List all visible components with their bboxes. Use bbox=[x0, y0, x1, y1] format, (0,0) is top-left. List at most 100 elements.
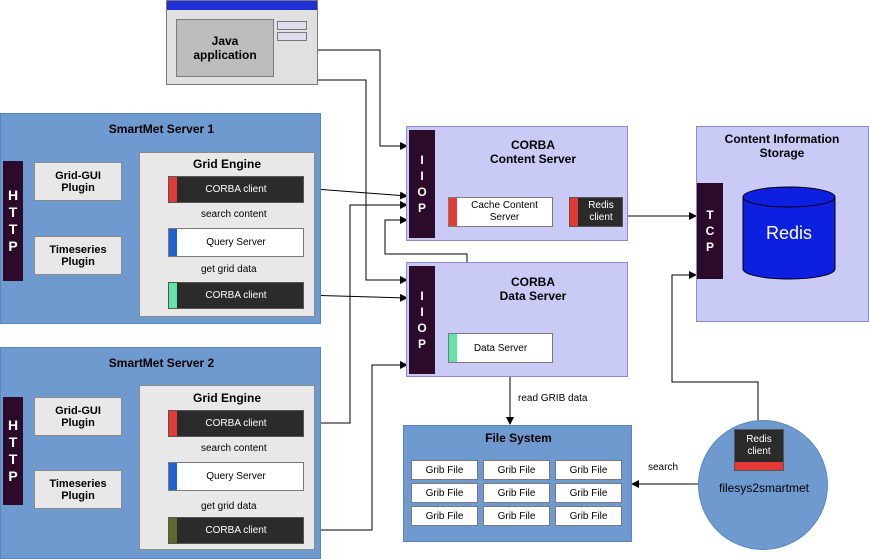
corba-client-label: CORBA client bbox=[205, 418, 267, 429]
status-tag bbox=[449, 334, 457, 362]
redis-client: Redis client bbox=[569, 197, 623, 227]
corba-client-label: CORBA client bbox=[205, 184, 267, 195]
cache-content-server-label: Cache Content Server bbox=[471, 200, 538, 223]
title-line: CORBA bbox=[511, 275, 555, 289]
search-content-label: search content bbox=[201, 443, 267, 454]
iiop-letter: I bbox=[420, 289, 424, 303]
http-letter: P bbox=[8, 468, 18, 484]
tcp-interface: T C P bbox=[697, 183, 723, 279]
content-server-title: CORBA Content Server bbox=[443, 138, 623, 166]
grib-file: Grib File bbox=[483, 506, 550, 526]
grid-gui-plugin: Grid-GUI Plugin bbox=[34, 397, 122, 436]
http-letter: T bbox=[8, 221, 18, 237]
content-information-storage: Content Information Storage T C P Redis bbox=[696, 126, 869, 322]
window-widget-1 bbox=[277, 21, 307, 30]
server-title: SmartMet Server 2 bbox=[108, 356, 215, 370]
corba-client-top: CORBA client bbox=[168, 176, 304, 203]
http-letter: P bbox=[8, 238, 18, 254]
timeseries-plugin: Timeseries Plugin bbox=[34, 236, 122, 275]
grid-engine-title: Grid Engine bbox=[192, 157, 261, 171]
redis-database-icon bbox=[742, 186, 836, 280]
http-interface: H T T P bbox=[3, 161, 23, 281]
smartmet-server-2: SmartMet Server 2 H T T P Grid-GUI Plugi… bbox=[0, 347, 321, 559]
title-line: Content Server bbox=[489, 152, 577, 166]
http-letter: T bbox=[8, 451, 18, 467]
iiop-letter: P bbox=[417, 337, 426, 351]
get-grid-data-label: get grid data bbox=[201, 264, 257, 275]
status-tag bbox=[570, 198, 578, 226]
corba-client-top: CORBA client bbox=[168, 410, 304, 437]
title-line: Data Server bbox=[499, 289, 567, 303]
grib-file: Grib File bbox=[483, 483, 550, 503]
grid-engine: Grid Engine CORBA client search content … bbox=[139, 385, 315, 550]
iiop-letter: P bbox=[417, 201, 426, 215]
redis-client: Redis client bbox=[734, 429, 784, 471]
status-tag bbox=[735, 462, 783, 470]
grib-file: Grib File bbox=[411, 506, 478, 526]
http-letter: H bbox=[7, 417, 19, 433]
search-label: search bbox=[648, 462, 679, 473]
status-tag bbox=[169, 177, 177, 202]
server-title: SmartMet Server 1 bbox=[108, 122, 215, 136]
cache-content-server: Cache Content Server bbox=[448, 197, 553, 227]
data-server-label: Data Server bbox=[473, 342, 528, 354]
http-interface: H T T P bbox=[3, 397, 23, 505]
file-system: File System Grib File Grib File Grib Fil… bbox=[403, 425, 632, 542]
http-letter: H bbox=[7, 187, 19, 203]
corba-data-server: CORBA Data Server I I O P Data Server bbox=[406, 262, 628, 377]
corba-client-label: CORBA client bbox=[205, 525, 267, 536]
iiop-interface: I I O P bbox=[409, 130, 435, 238]
corba-content-server: CORBA Content Server I I O P Cache Conte… bbox=[406, 126, 628, 241]
status-tag bbox=[169, 411, 177, 436]
query-server-label: Query Server bbox=[206, 237, 266, 248]
iiop-letter: I bbox=[420, 153, 424, 167]
iiop-letter: I bbox=[420, 169, 424, 183]
grib-file: Grib File bbox=[411, 460, 478, 480]
grib-file: Grib File bbox=[555, 460, 622, 480]
java-application-window: Java application bbox=[166, 0, 318, 85]
redis-client-label: Redis client bbox=[588, 200, 614, 223]
http-letter: T bbox=[8, 204, 18, 220]
grib-file: Grib File bbox=[555, 483, 622, 503]
java-application-label: Java application bbox=[176, 19, 274, 77]
redis-label: Redis bbox=[765, 223, 813, 243]
smartmet-server-1: SmartMet Server 1 H T T P Grid-GUI Plugi… bbox=[0, 113, 321, 324]
window-titlebar bbox=[167, 1, 317, 10]
corba-client-bottom: CORBA client bbox=[168, 517, 304, 544]
timeseries-plugin: Timeseries Plugin bbox=[34, 470, 122, 509]
iiop-letter: O bbox=[417, 185, 427, 199]
data-server-title: CORBA Data Server bbox=[443, 275, 623, 303]
grib-file: Grib File bbox=[555, 506, 622, 526]
status-tag bbox=[169, 283, 177, 308]
tcp-letter: P bbox=[705, 240, 714, 254]
iiop-letter: O bbox=[417, 321, 427, 335]
status-tag bbox=[449, 198, 457, 226]
http-letter: T bbox=[8, 434, 18, 450]
redis-client-label: Redis client bbox=[746, 434, 772, 457]
iiop-letter: I bbox=[420, 305, 424, 319]
tcp-letter: C bbox=[705, 224, 715, 238]
title-line: CORBA bbox=[511, 138, 555, 152]
grib-file: Grib File bbox=[483, 460, 550, 480]
grid-gui-plugin: Grid-GUI Plugin bbox=[34, 162, 122, 201]
grid-engine-title: Grid Engine bbox=[192, 391, 261, 405]
search-content-label: search content bbox=[201, 209, 267, 220]
filesys2smartmet-label: filesys2smartmet bbox=[718, 481, 810, 495]
tcp-letter: T bbox=[706, 208, 714, 222]
query-server-label: Query Server bbox=[206, 471, 266, 482]
status-tag bbox=[169, 518, 177, 543]
corba-client-label: CORBA client bbox=[205, 290, 267, 301]
storage-title: Content Information Storage bbox=[724, 132, 840, 160]
status-tag bbox=[169, 463, 177, 490]
filesys2smartmet-process: Redis client filesys2smartmet bbox=[698, 420, 828, 550]
read-grib-label: read GRIB data bbox=[518, 393, 588, 404]
query-server: Query Server bbox=[168, 228, 304, 257]
status-tag bbox=[169, 229, 177, 256]
get-grid-data-label: get grid data bbox=[201, 501, 257, 512]
file-system-title: File System bbox=[485, 431, 552, 445]
grib-file: Grib File bbox=[411, 483, 478, 503]
window-widget-2 bbox=[277, 32, 307, 41]
grid-engine: Grid Engine CORBA client search content … bbox=[139, 152, 315, 317]
corba-client-bottom: CORBA client bbox=[168, 282, 304, 309]
iiop-interface: I I O P bbox=[409, 266, 435, 374]
